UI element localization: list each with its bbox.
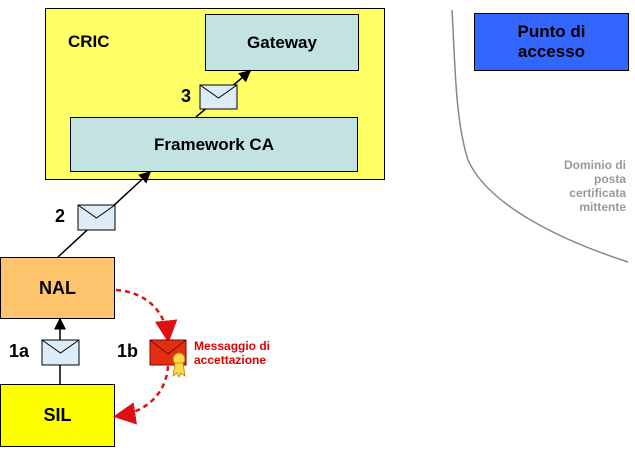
- dominio-line: mittente: [579, 200, 626, 214]
- framework-ca-box: Framework CA: [70, 117, 358, 172]
- dominio-line: posta: [593, 172, 626, 186]
- step-1a-label: 1a: [9, 341, 30, 361]
- nal-label: NAL: [39, 277, 76, 298]
- step-2-label: 2: [55, 206, 66, 226]
- domain-boundary-curve: [451, 9, 629, 263]
- step-1b-label: 1b: [117, 341, 139, 361]
- arrow-ack-to-sil: [113, 365, 170, 425]
- cric-label: CRIC: [68, 32, 110, 51]
- arrow-nal-to-ack: [115, 288, 178, 343]
- punto-di-accesso-box: Punto di accesso: [474, 13, 629, 71]
- ack-line2: accettazione: [194, 353, 267, 367]
- punto-label-line1: Punto di: [517, 22, 586, 41]
- dominio-line: certificata: [569, 186, 626, 200]
- dominio-line: Dominio di: [564, 158, 626, 172]
- envelope-icon: [199, 84, 238, 110]
- envelope-icon: [41, 339, 80, 366]
- framework-ca-label: Framework CA: [154, 134, 274, 154]
- ack-line1: Messaggio di: [194, 339, 271, 353]
- acceptance-message-label: Messaggio di accettazione: [194, 339, 270, 367]
- sil-label: SIL: [43, 405, 72, 425]
- step-3-label: 3: [181, 86, 192, 106]
- dominio-label: Dominio di posta certificata mittente: [540, 158, 626, 214]
- certified-envelope-icon: [149, 339, 187, 378]
- sil-box: SIL: [0, 384, 115, 447]
- envelope-icon: [77, 204, 116, 231]
- gateway-box: Gateway: [205, 14, 359, 71]
- gateway-label: Gateway: [247, 32, 317, 52]
- punto-label-line2: accesso: [517, 42, 586, 61]
